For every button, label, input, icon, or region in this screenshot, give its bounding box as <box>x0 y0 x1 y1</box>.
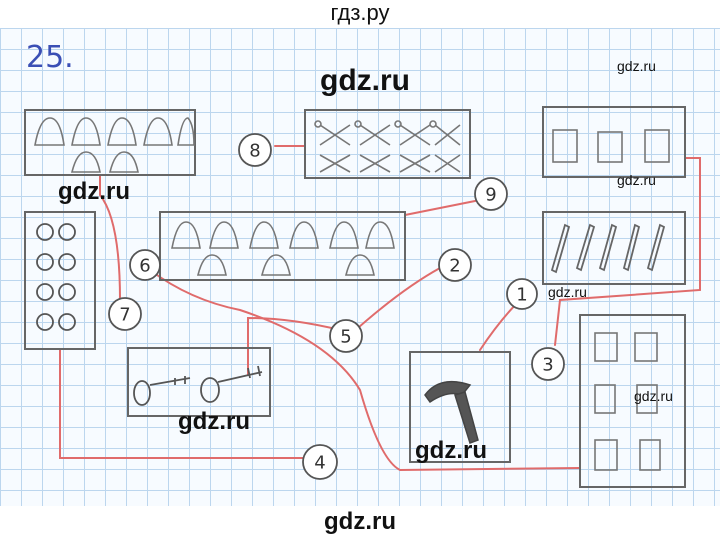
task-number: 25. <box>26 40 74 75</box>
node-label-3: 3 <box>542 355 553 376</box>
box-bells-top <box>24 109 196 176</box>
node-8 <box>238 133 272 167</box>
node-label-5: 5 <box>340 327 351 348</box>
node-9 <box>474 177 508 211</box>
glasses-icon <box>36 223 76 331</box>
book-icon <box>594 332 661 471</box>
node-7 <box>108 297 142 331</box>
box-glasses <box>24 211 96 350</box>
watermark-top-right: gdz.ru <box>617 58 656 74</box>
node-labels: 8 9 6 2 1 7 5 3 4 <box>119 141 553 474</box>
bell-icon <box>34 117 195 173</box>
connector-lines <box>59 145 701 472</box>
box-books-right <box>579 314 686 488</box>
hammer-icon <box>424 380 479 444</box>
watermark-main: gdz.ru <box>320 64 410 97</box>
watermark-hammer: gdz.ru <box>415 437 487 464</box>
line-3 <box>554 157 701 346</box>
box-scissors <box>304 109 471 179</box>
node-1 <box>506 278 538 310</box>
watermark-books-right: gdz.ru <box>634 388 673 404</box>
box-pencils <box>542 211 686 285</box>
node-label-4: 4 <box>314 453 325 474</box>
node-label-9: 9 <box>485 185 496 206</box>
watermark-footer: gdz.ru <box>324 508 396 535</box>
line-4 <box>59 349 311 459</box>
node-label-1: 1 <box>516 285 527 306</box>
box-keys <box>127 347 271 417</box>
box-books-top <box>542 106 686 178</box>
picture-boxes <box>24 106 686 488</box>
node-5 <box>329 319 363 353</box>
node-label-7: 7 <box>119 305 130 326</box>
node-label-8: 8 <box>249 141 260 162</box>
node-6 <box>129 249 161 281</box>
line-6 <box>149 269 581 472</box>
watermark-left: gdz.ru <box>58 178 130 205</box>
book-icon <box>552 129 670 163</box>
node-circles <box>108 133 565 480</box>
node-4 <box>302 444 338 480</box>
line-9 <box>404 199 481 216</box>
box-bells-mid <box>159 211 406 281</box>
node-3 <box>531 347 565 381</box>
line-2 <box>349 267 441 336</box>
watermark-keys: gdz.ru <box>178 408 250 435</box>
scissors-icon <box>314 120 461 173</box>
pencil-icon <box>550 223 666 274</box>
watermark-pencils: gdz.ru <box>548 284 587 300</box>
node-label-6: 6 <box>139 256 150 277</box>
key-icon <box>133 365 263 406</box>
site-header: гдз.ру <box>330 0 390 25</box>
watermark-books: gdz.ru <box>617 172 656 188</box>
line-7 <box>99 174 121 301</box>
line-5 <box>247 316 341 376</box>
box-hammer <box>409 351 511 463</box>
node-2 <box>438 248 472 282</box>
node-label-2: 2 <box>449 256 460 277</box>
bell-icon <box>171 221 395 276</box>
